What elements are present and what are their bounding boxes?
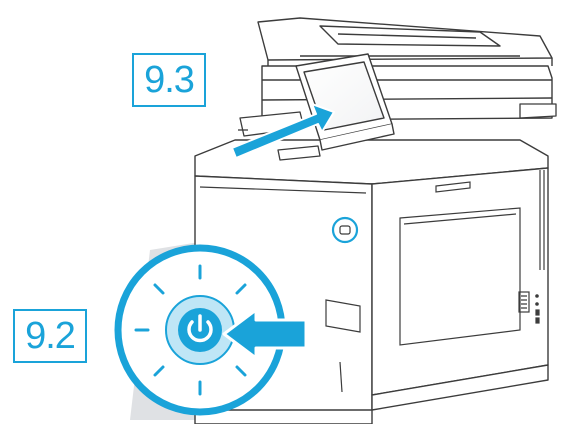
- power-callout: [114, 244, 286, 416]
- right-arrow-icon: [231, 103, 335, 159]
- step-label-9-2: 9.2: [13, 309, 87, 363]
- step-number-9-2: 9.2: [25, 315, 76, 357]
- front-panel-details: [199, 186, 367, 393]
- side-panel-details: [399, 170, 545, 346]
- power-icon: [187, 314, 213, 343]
- step-label-9-3: 9.3: [132, 53, 206, 107]
- step-number-9-3: 9.3: [144, 59, 195, 101]
- diagonal-arrow-icon: [222, 308, 308, 360]
